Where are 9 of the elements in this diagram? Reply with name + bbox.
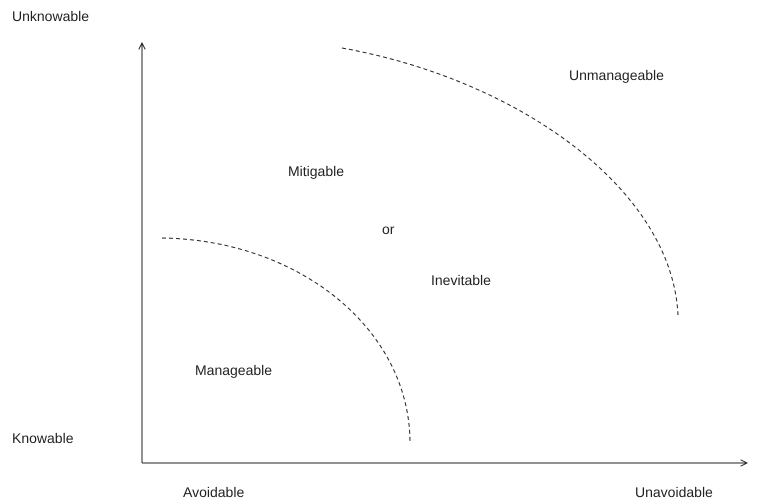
region-label: Unmanageable [569, 67, 664, 83]
region-label: Inevitable [431, 272, 491, 288]
axis-label: Unavoidable [635, 484, 713, 500]
axis-label: Unknowable [12, 8, 90, 24]
axis-label: Avoidable [183, 484, 244, 500]
region-label: Manageable [195, 362, 272, 378]
axis-label: Knowable [12, 430, 74, 446]
region-label: Mitigable [288, 163, 344, 179]
region-label: or [382, 221, 394, 237]
